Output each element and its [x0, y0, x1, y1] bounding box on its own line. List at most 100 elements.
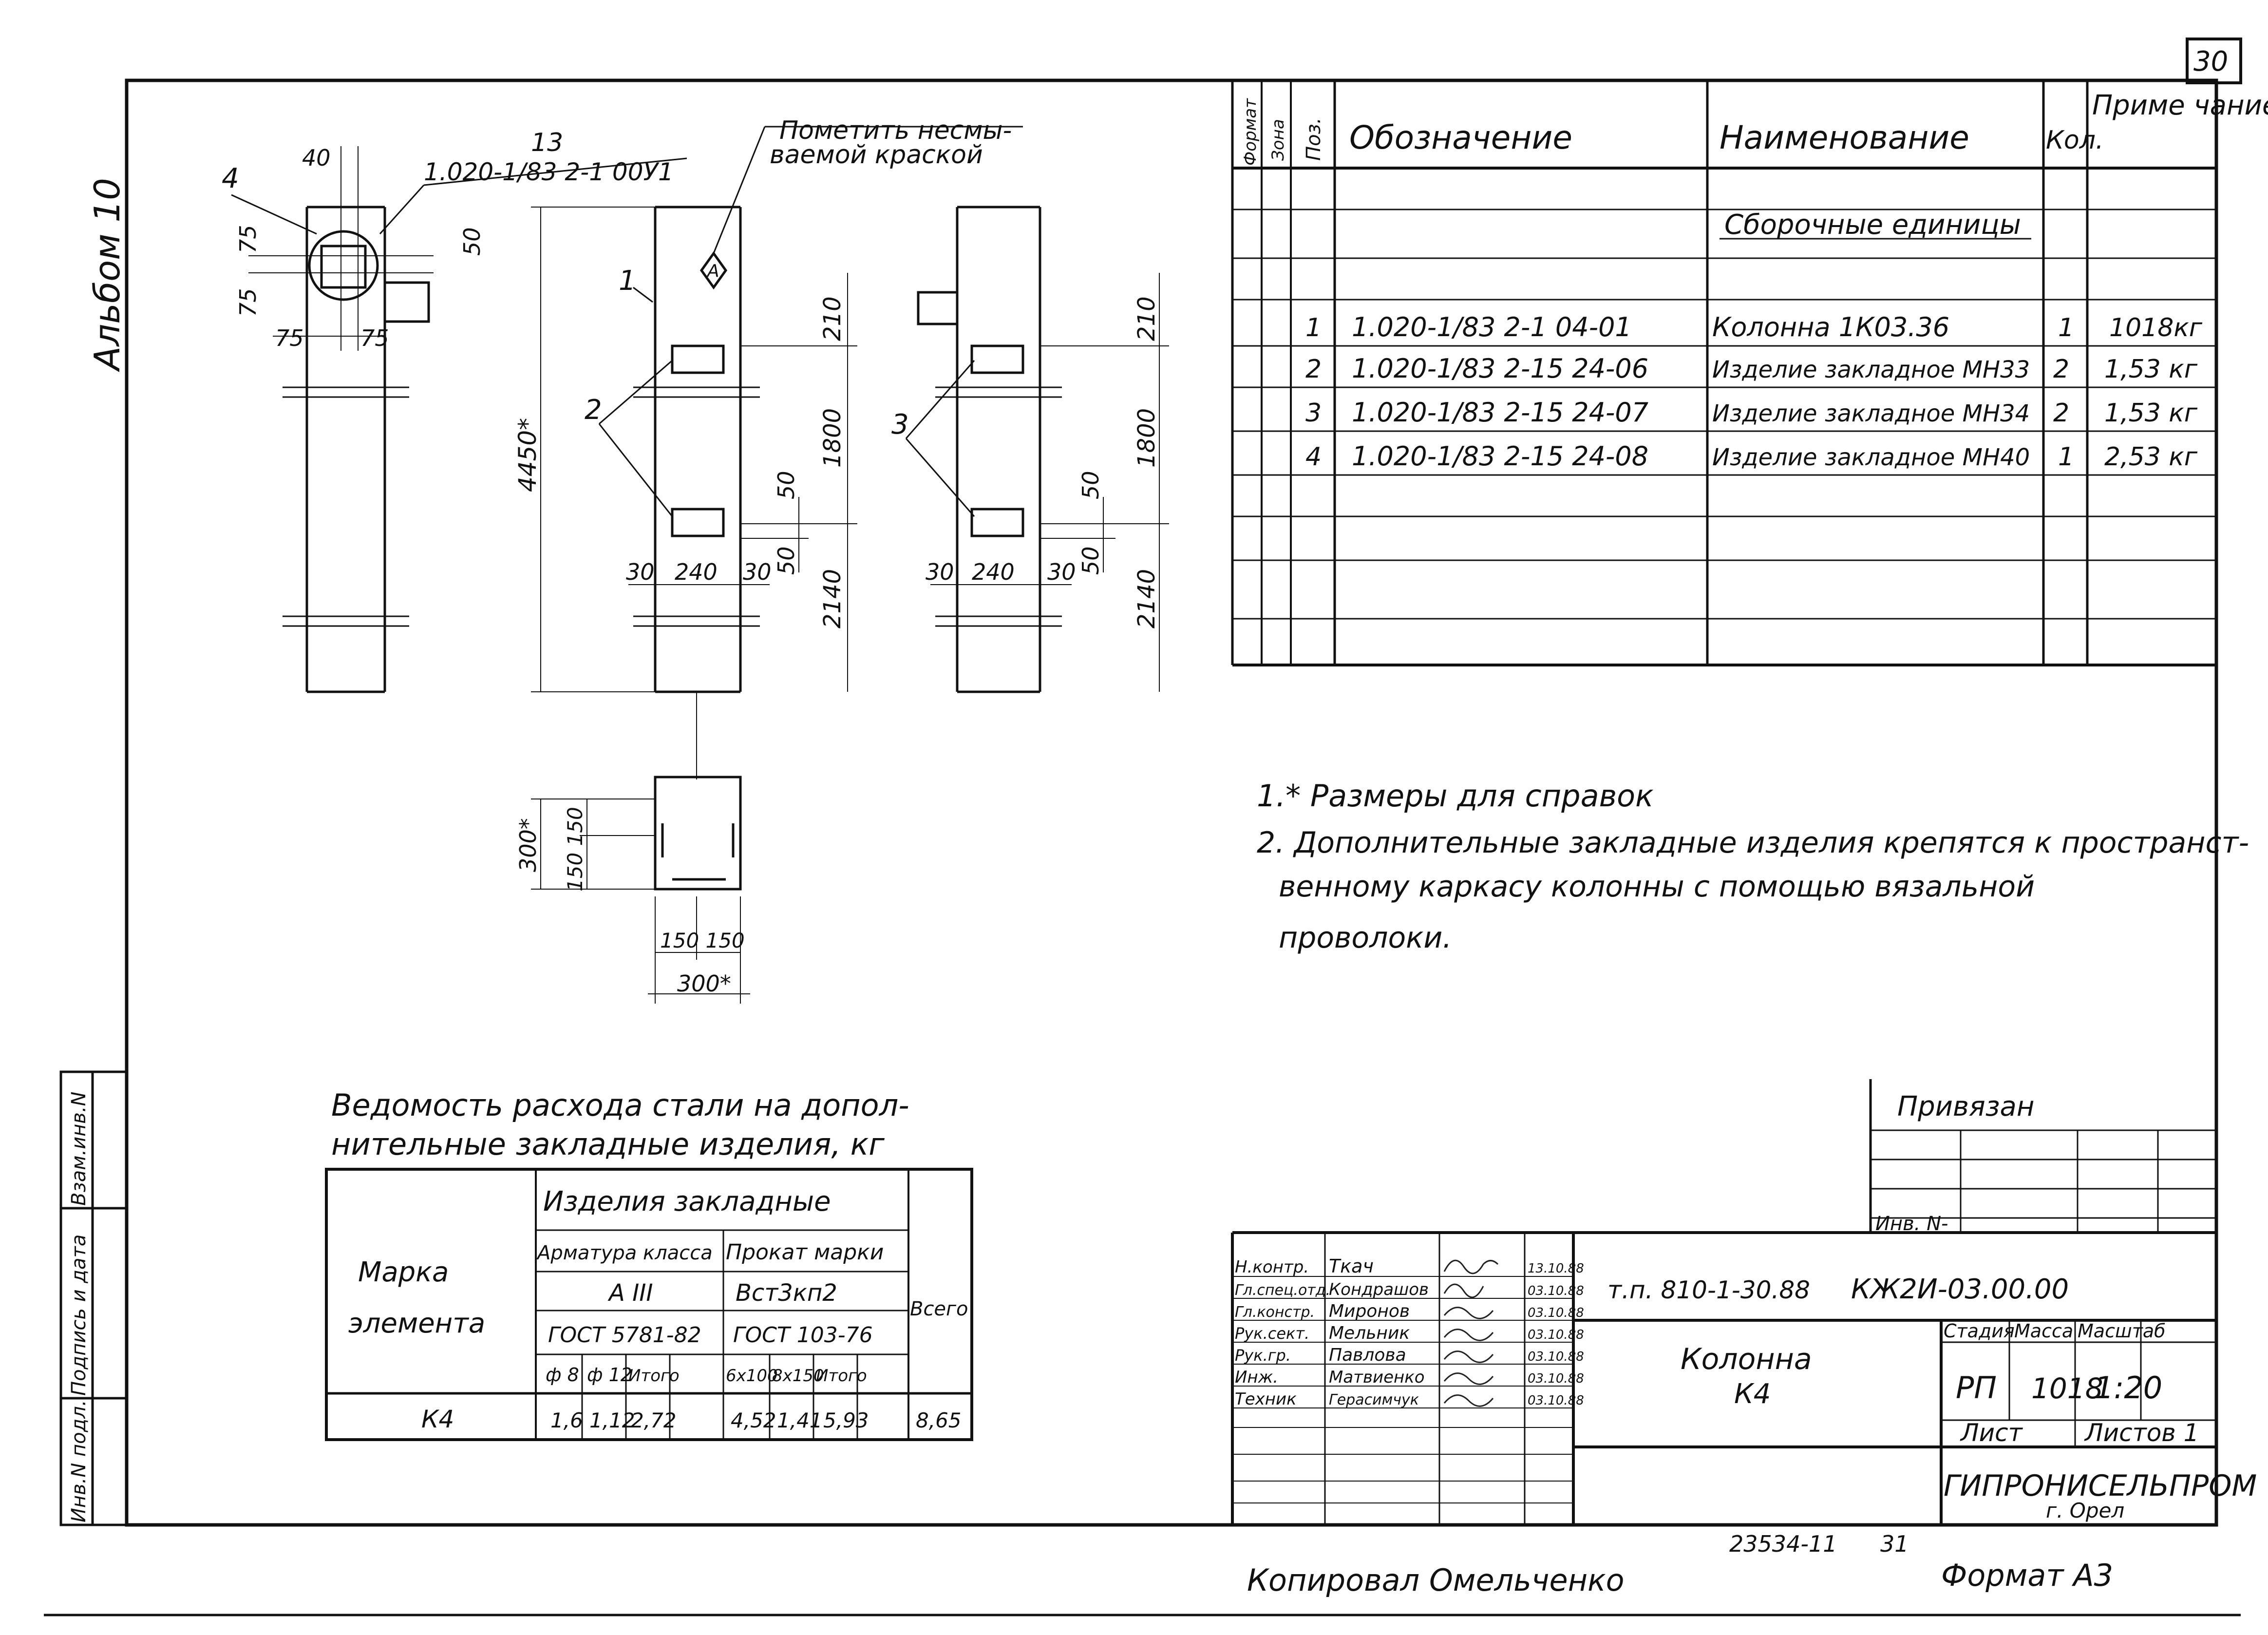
svg-text:300*: 300* — [515, 818, 541, 872]
section-view — [531, 776, 750, 1004]
svg-text:03.10.88: 03.10.88 — [1528, 1371, 1584, 1386]
svg-text:1,53 кг: 1,53 кг — [2104, 399, 2198, 428]
svg-text:1800: 1800 — [1133, 408, 1160, 468]
privyazan-grid — [1869, 1079, 2216, 1233]
column-view-2 — [598, 126, 1023, 779]
svg-text:1,53 кг: 1,53 кг — [2104, 355, 2198, 384]
svg-text:1: 1 — [2058, 442, 2074, 472]
svg-text:240: 240 — [972, 559, 1015, 585]
svg-text:1018кг: 1018кг — [2109, 313, 2203, 342]
spec-header-pos: Поз. — [1303, 117, 1325, 161]
album-label: Альбом 10 — [87, 178, 128, 372]
svg-text:03.10.88: 03.10.88 — [1528, 1328, 1584, 1342]
svg-text:1,6: 1,6 — [550, 1408, 583, 1432]
title-block-names: Ткач Кондрашов Миронов Мельник Павлова М… — [1329, 1255, 1429, 1408]
steel-gost1: ГОСТ 5781-82 — [548, 1323, 701, 1348]
svg-text:300*: 300* — [677, 970, 731, 997]
svg-text:2: 2 — [1305, 355, 1322, 384]
svg-text:2,72: 2,72 — [631, 1408, 677, 1432]
svg-text:75: 75 — [235, 288, 261, 317]
title-block-roles: Н.контр. Гл.спец.отд. Гл.констр. Рук.сек… — [1235, 1257, 1330, 1409]
spec-row-4: 4 1.020-1/83 2-15 24-08 Изделие закладно… — [1305, 441, 2198, 472]
svg-text:Изделие закладное МН40: Изделие закладное МН40 — [1712, 444, 2030, 471]
steel-mark-label-2: элемента — [348, 1308, 485, 1339]
object-mark: К4 — [1734, 1378, 1771, 1410]
spec-row-1: 1 1.020-1/83 2-1 04-01 Колонна 1К03.36 1… — [1305, 312, 2203, 342]
svg-text:Колонна 1К03.36: Колонна 1К03.36 — [1712, 312, 1949, 342]
paint-note-line2: ваемой краской — [770, 140, 983, 170]
svg-text:1,12: 1,12 — [589, 1408, 635, 1432]
svg-text:Рук.сект.: Рук.сект. — [1235, 1324, 1309, 1343]
title-block-grid — [1231, 1231, 2216, 1525]
svg-text:1.020-1/83 2-15 24-08: 1.020-1/83 2-15 24-08 — [1352, 441, 1648, 472]
spec-header-zone: Зона — [1268, 119, 1288, 161]
steel-title-1: Ведомость расхода стали на допол- — [331, 1087, 909, 1123]
svg-text:1.020-1/83 2-15 24-07: 1.020-1/83 2-15 24-07 — [1352, 397, 1648, 428]
svg-text:Итого: Итого — [816, 1366, 867, 1386]
column-view-1 — [231, 146, 687, 693]
steel-subheaders: ф 8 ф 12 Итого 6x100 8x150 Итого — [546, 1364, 867, 1386]
note-1: 1.* Размеры для справок — [1257, 778, 1654, 814]
stage-value: РП — [1956, 1370, 1997, 1406]
org-city: г. Орел — [2046, 1499, 2124, 1522]
svg-text:13.10.88: 13.10.88 — [1528, 1261, 1584, 1276]
steel-mark-label-1: Марка — [358, 1256, 449, 1288]
sheet-frame — [125, 78, 2218, 1527]
svg-text:75: 75 — [275, 325, 304, 351]
page-number: 30 — [2193, 46, 2228, 77]
svg-text:2: 2 — [2053, 399, 2069, 428]
svg-text:03.10.88: 03.10.88 — [1528, 1350, 1584, 1364]
svg-text:8,65: 8,65 — [916, 1408, 962, 1432]
note-2a: 2. Дополнительные закладные изделия креп… — [1257, 826, 2249, 860]
svg-text:Миронов: Миронов — [1329, 1301, 1410, 1321]
svg-text:ф 8: ф 8 — [546, 1364, 579, 1386]
spec-header-format: Формат — [1241, 98, 1260, 166]
drawing-code: КЖ2И-03.00.00 — [1851, 1274, 2069, 1305]
steel-embedded: Изделия закладные — [543, 1186, 831, 1217]
svg-text:30: 30 — [626, 559, 655, 585]
mark-a: A — [706, 261, 719, 281]
steel-data-row: К4 1,6 1,12 2,72 4,52 1,41 5,93 8,65 — [421, 1405, 962, 1433]
title-block-signatures — [1443, 1259, 1499, 1407]
svg-text:2,53 кг: 2,53 кг — [2104, 442, 2198, 472]
side-stamp-replace: Взам.инв.N — [68, 1092, 90, 1206]
steel-gost2: ГОСТ 103-76 — [733, 1323, 873, 1348]
svg-text:1: 1 — [1305, 313, 1322, 342]
svg-text:4,52: 4,52 — [731, 1408, 776, 1432]
steel-a3: А III — [607, 1279, 653, 1307]
svg-text:03.10.88: 03.10.88 — [1528, 1284, 1584, 1298]
spec-header-qty: Кол. — [2046, 126, 2104, 155]
side-stamp-sign: Подпись и дата — [68, 1235, 90, 1396]
svg-text:30: 30 — [1047, 559, 1076, 585]
spec-header-designation: Обозначение — [1349, 119, 1572, 156]
page-number-box — [2186, 38, 2242, 84]
svg-text:Матвиенко: Матвиенко — [1329, 1368, 1425, 1387]
scale-label: Масштаб — [2078, 1320, 2166, 1342]
svg-text:210: 210 — [1133, 296, 1160, 341]
svg-text:210: 210 — [819, 296, 846, 341]
column-view-3 — [905, 206, 1062, 693]
spec-table-grid — [1231, 80, 2218, 666]
pos-4: 4 — [222, 163, 239, 194]
svg-text:2: 2 — [2053, 355, 2069, 384]
svg-text:К4: К4 — [421, 1405, 454, 1433]
svg-text:2140: 2140 — [1133, 569, 1160, 628]
spec-row-3: 3 1.020-1/83 2-15 24-07 Изделие закладно… — [1305, 397, 2198, 428]
spec-section-title: Сборочные единицы — [1724, 209, 2021, 241]
mass-label: Масса — [2014, 1320, 2073, 1342]
steel-rebar-class: Арматура класса — [536, 1242, 713, 1264]
steel-total: Всего — [910, 1298, 968, 1320]
svg-text:Гл.спец.отд.: Гл.спец.отд. — [1235, 1282, 1330, 1299]
dimension-lines — [531, 207, 1169, 692]
svg-text:2140: 2140 — [819, 569, 846, 628]
side-stamp — [59, 1070, 128, 1526]
svg-text:03.10.88: 03.10.88 — [1528, 1393, 1584, 1408]
note-2b: венному каркасу колонны с помощью вязаль… — [1279, 870, 2035, 904]
steel-st3: Вст3кп2 — [736, 1279, 837, 1307]
svg-text:Изделие закладное МН34: Изделие закладное МН34 — [1712, 400, 2030, 427]
svg-text:3: 3 — [1305, 399, 1322, 428]
sheets-label: Листов 1 — [2084, 1419, 2199, 1447]
svg-text:50: 50 — [773, 471, 799, 499]
svg-text:Итого: Итого — [628, 1366, 680, 1386]
